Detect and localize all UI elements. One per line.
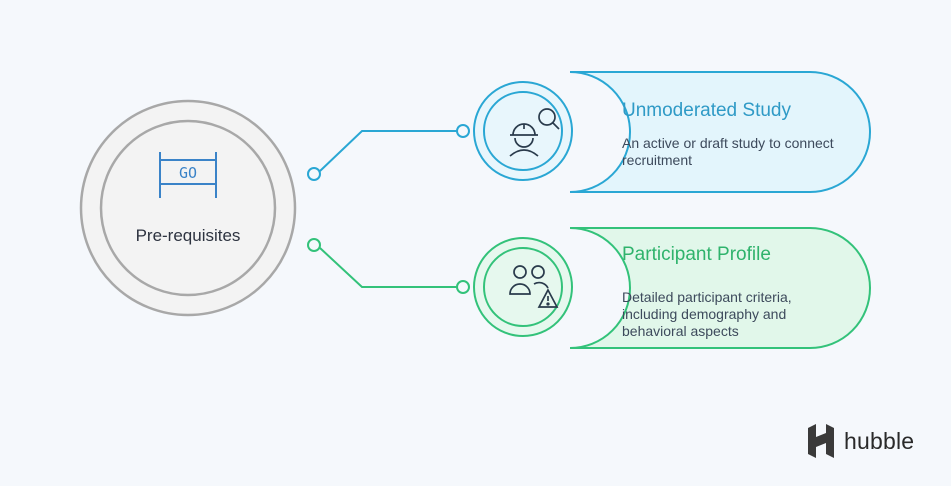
start-line-go-sign-icon: GO [159,152,217,198]
card-description-participant-profile: Detailed participant criteria, including… [622,289,792,339]
go-sign-text: GO [179,164,197,182]
center-label: Pre-requisites [135,226,241,245]
center-node [79,99,297,317]
brand-name: hubble [844,427,915,454]
card-description-unmoderated-study: An active or draft study to connect recr… [622,135,834,168]
connector-bottom [307,238,470,294]
card-title-unmoderated-study: Unmoderated Study [622,100,791,121]
hubble-logo-icon [808,424,834,458]
researcher-search-icon [509,108,560,157]
card-title-participant-profile: Participant Profile [622,244,771,265]
card-unmoderated-study [473,71,871,193]
users-warning-icon [509,265,559,308]
connector-top [307,124,470,181]
brand-logo: hubble [806,422,914,460]
